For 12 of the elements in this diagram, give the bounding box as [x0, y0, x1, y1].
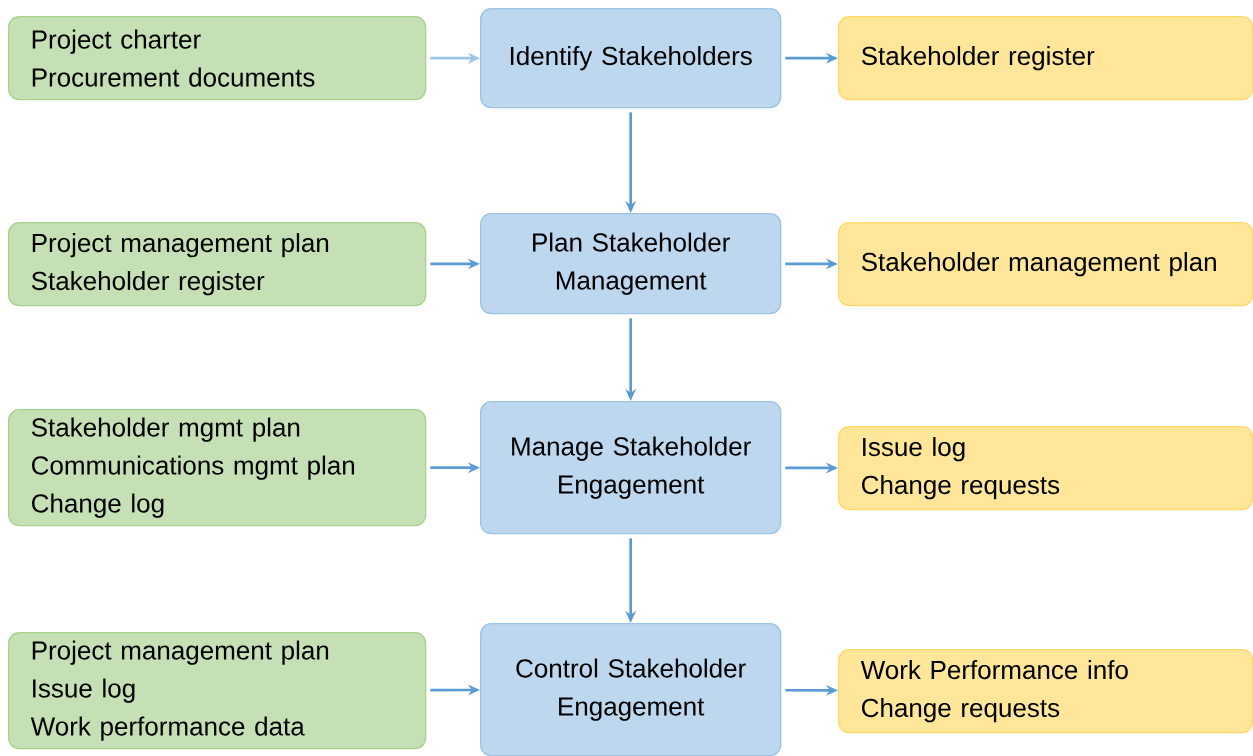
input-box: Project management plan Stakeholder register	[8, 222, 427, 307]
process-box: Identify Stakeholders	[480, 8, 782, 109]
input-box: Project management plan Issue log Work performance data	[8, 632, 427, 750]
input-box: Project charter Procurement documents	[8, 16, 427, 101]
output-box: Issue log Change requests	[838, 426, 1253, 511]
output-box: Work Performance info Change requests	[838, 649, 1253, 734]
output-box: Stakeholder management plan	[838, 222, 1253, 307]
output-box: Stakeholder register	[838, 16, 1253, 101]
process-box: Manage Stakeholder Engagement	[480, 401, 782, 535]
process-box: Plan Stakeholder Management	[480, 213, 782, 315]
input-box: Stakeholder mgmt plan Communications mgmt plan Change log	[8, 409, 427, 527]
process-box: Control Stakeholder Engagement	[480, 623, 782, 756]
